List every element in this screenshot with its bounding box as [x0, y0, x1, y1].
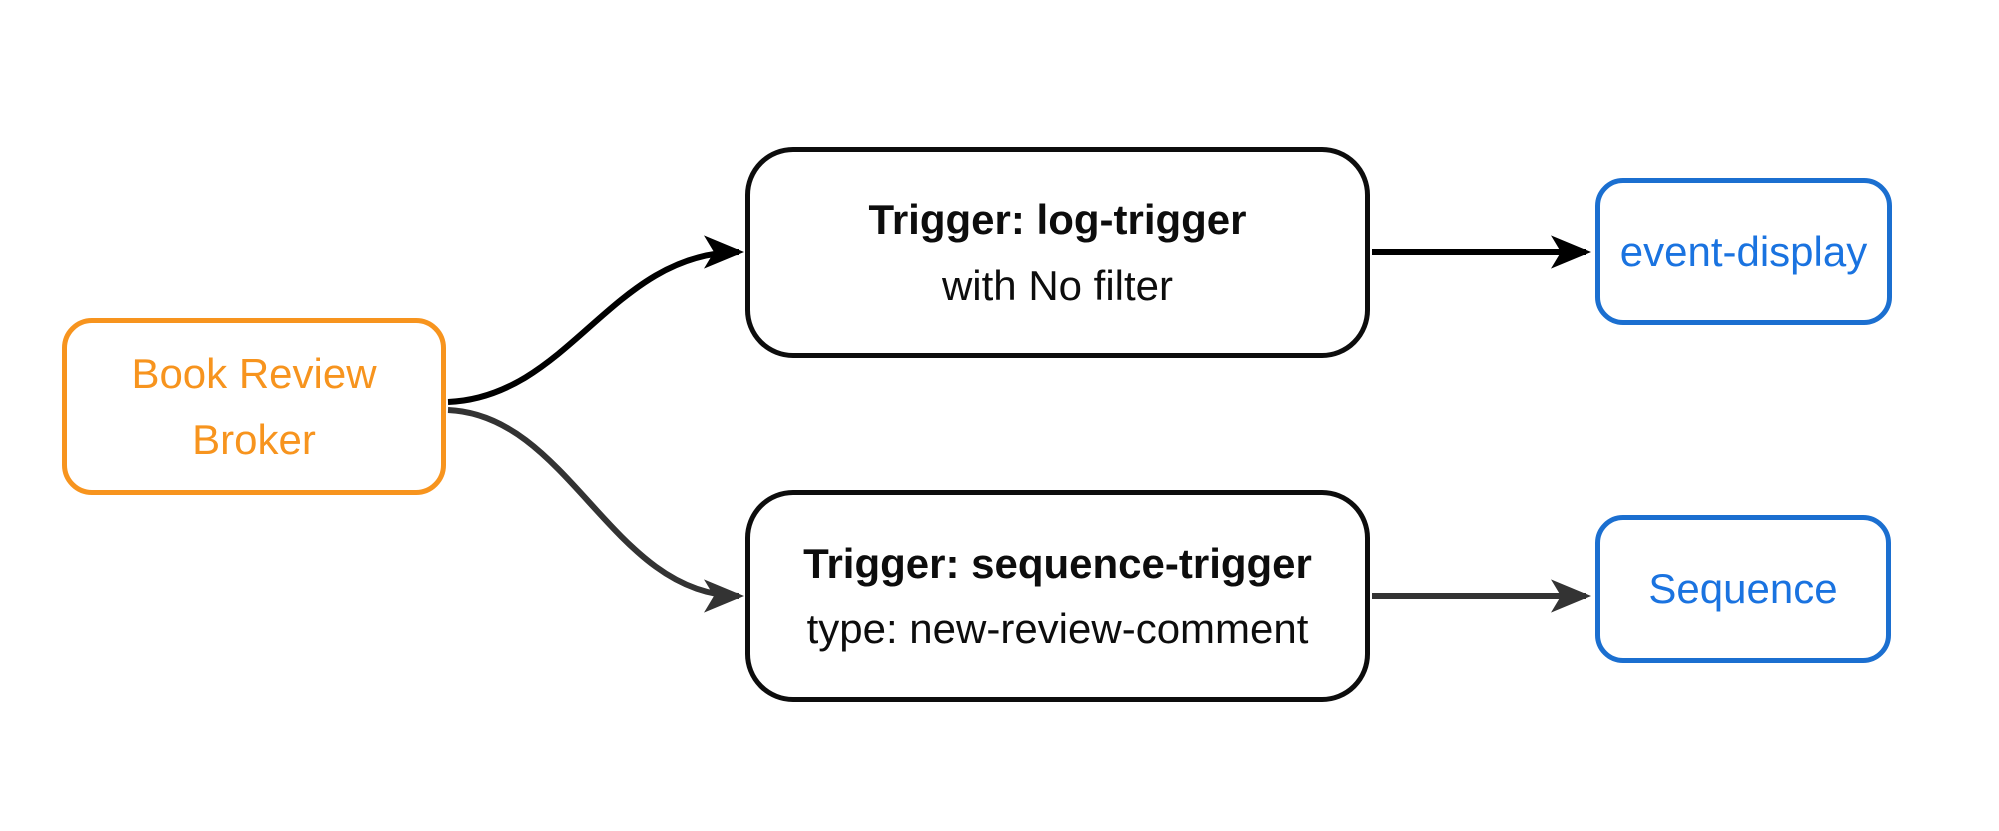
log-trigger-title: Trigger: log-trigger	[868, 196, 1247, 244]
log-trigger-subtitle: with No filter	[941, 261, 1174, 309]
event-display-label: event-display	[1619, 227, 1868, 275]
node-event-display: event-display	[1595, 178, 1892, 325]
node-book-review-broker: Book Review Broker	[62, 318, 446, 495]
edge-broker-to-log-trigger	[447, 235, 744, 405]
node-sequence: Sequence	[1595, 515, 1891, 663]
node-sequence-trigger: Trigger: sequence-trigger type: new-revi…	[745, 490, 1370, 702]
sequence-trigger-subtitle: type: new-review-comment	[806, 605, 1309, 652]
sequence-label: Sequence	[1648, 565, 1838, 613]
edge-broker-to-sequence-trigger	[447, 407, 744, 613]
sequence-trigger-title: Trigger: sequence-trigger	[803, 539, 1312, 587]
broker-label-line2: Broker	[192, 415, 316, 463]
broker-label-line1: Book Review	[131, 350, 377, 398]
node-log-trigger: Trigger: log-trigger with No filter	[745, 147, 1370, 358]
